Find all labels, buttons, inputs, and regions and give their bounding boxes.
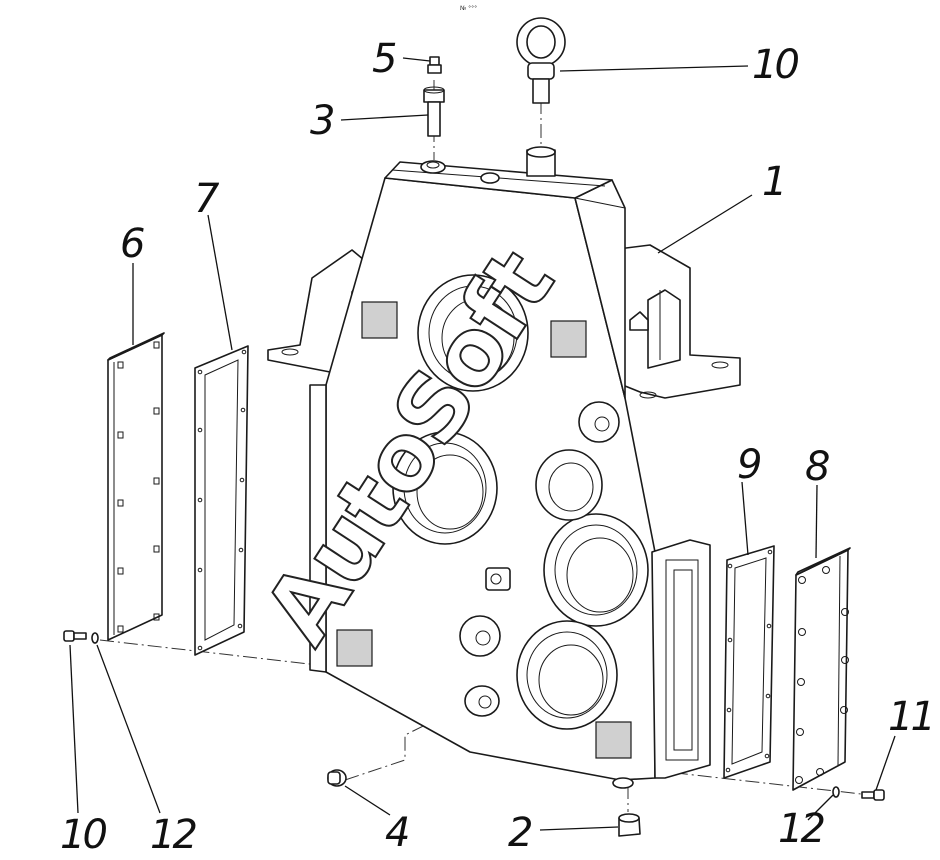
callout-3: 3 bbox=[310, 98, 333, 144]
washer-right-part-12 bbox=[832, 786, 840, 798]
callout-1: 1 bbox=[762, 159, 784, 205]
nut-part-2 bbox=[618, 813, 641, 837]
cover-plate-left bbox=[107, 332, 165, 641]
bearing-bore-lower bbox=[516, 620, 618, 730]
callout-4: 4 bbox=[385, 810, 408, 856]
sleeve-part-3 bbox=[423, 86, 445, 137]
eyebolt-part-11 bbox=[516, 17, 566, 104]
callout-11: 10 bbox=[752, 42, 798, 88]
callout-5: 5 bbox=[372, 36, 396, 82]
small-bosses bbox=[459, 401, 620, 717]
bolt-left-part-10 bbox=[63, 630, 87, 642]
gasket-left bbox=[194, 345, 249, 656]
callout-8: 8 bbox=[805, 444, 829, 490]
washer-left-part-12 bbox=[91, 632, 99, 644]
gasket-right bbox=[723, 545, 775, 779]
cover-plate-right bbox=[792, 547, 851, 791]
bearing-bore-middle-left bbox=[392, 431, 498, 545]
callout-9: 9 bbox=[737, 442, 760, 488]
callout-12-left: 12 bbox=[150, 812, 195, 858]
bearing-bore-middle-right bbox=[543, 513, 649, 627]
callout-10-right: 11 bbox=[888, 694, 933, 740]
leader-lines bbox=[69, 57, 896, 831]
gearbox-housing bbox=[267, 146, 741, 789]
callout-7: 7 bbox=[194, 176, 220, 222]
callout-12-right: 12 bbox=[778, 806, 823, 852]
drain-plug-part-4 bbox=[327, 769, 347, 787]
header-mark: № °°° bbox=[460, 5, 477, 12]
bolt-right-part-10 bbox=[861, 789, 885, 801]
callout-10-left: 10 bbox=[60, 812, 106, 858]
plug-part-5 bbox=[427, 56, 442, 74]
callout-6: 6 bbox=[120, 221, 144, 267]
callout-2: 2 bbox=[508, 810, 531, 856]
bearing-bore-upper bbox=[417, 274, 529, 392]
